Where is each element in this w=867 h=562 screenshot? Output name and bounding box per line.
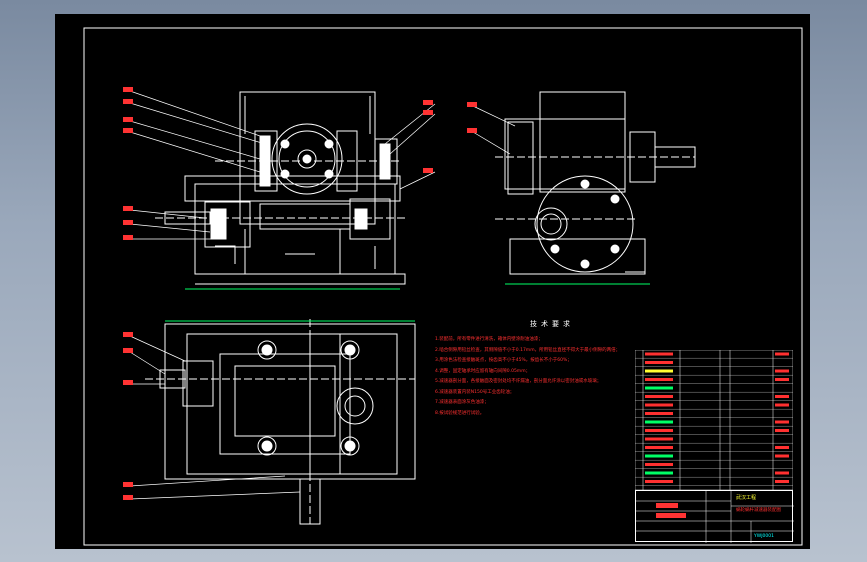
plan-view-balloons <box>123 332 133 500</box>
bom-row-material <box>775 352 789 356</box>
drawing-name: 蜗轮蜗杆减速器装配图 <box>736 508 781 513</box>
bom-row-material <box>775 446 789 449</box>
requirement-item: 6.减速器装置内装N150号工业齿轮油； <box>435 389 515 395</box>
bom-row-material <box>775 471 789 475</box>
side-view-callouts <box>472 105 516 155</box>
bom-row-code <box>645 403 673 407</box>
bill-of-materials <box>635 350 793 490</box>
bom-row-material <box>775 395 789 398</box>
bom-row-code <box>645 378 673 381</box>
bom-row-code <box>645 429 673 432</box>
bom-row-material <box>775 420 789 424</box>
front-view <box>155 91 406 290</box>
bom-row-code <box>645 454 673 458</box>
requirement-item: 3.用涂色法检查接触斑点，按齿高不小于45%，按齿长不小于60%； <box>435 358 572 363</box>
title-block-grid <box>636 491 794 543</box>
bom-row-code <box>645 386 673 390</box>
bom-row-code <box>645 352 673 356</box>
drawing-sheet <box>83 27 803 546</box>
title-block: 武汉工程 蜗轮蜗杆减速器装配图 YWJ0001 <box>635 490 794 543</box>
bom-row-code <box>645 463 673 466</box>
sheet-frame <box>83 27 803 546</box>
requirement-item: 7.减速器表面涂灰色油漆； <box>435 400 489 405</box>
cad-drawing-viewport[interactable]: 技术要求 1.装配前，所有零件进行清洗，箱体内壁涂耐油油漆； 2.啮合侧隙用铅丝检… <box>55 14 810 549</box>
side-view-balloons <box>467 102 477 133</box>
bom-row-code <box>645 471 673 475</box>
requirement-item: 4.调整，固定轴承时应留有轴向间隙0.05mm； <box>435 368 531 374</box>
requirement-item: 1.装配前，所有零件进行清洗，箱体内壁涂耐油油漆； <box>435 337 543 342</box>
technical-requirements: 技术要求 1.装配前，所有零件进行清洗，箱体内壁涂耐油油漆； 2.啮合侧隙用铅丝检… <box>435 319 635 419</box>
bom-row-code <box>645 369 673 373</box>
bom-rows <box>635 352 793 486</box>
front-view-balloons <box>123 87 433 240</box>
side-view <box>495 91 696 285</box>
bom-row-code <box>645 446 673 449</box>
bom-row-material <box>775 378 789 381</box>
bom-row-material <box>775 369 789 373</box>
requirement-item: 2.啮合侧隙用铅丝检查，其侧隙值不小于0.17mm，所用铅丝直径不得大于最小侧隙… <box>435 347 621 353</box>
requirements-list: 1.装配前，所有零件进行清洗，箱体内壁涂耐油油漆； 2.啮合侧隙用铅丝检查，其侧隙… <box>435 335 635 419</box>
bom-row-code <box>645 420 673 424</box>
bom-row-material <box>775 480 789 483</box>
bom-row-code <box>645 480 673 483</box>
bom-row-code <box>645 395 673 398</box>
bom-row-material <box>775 429 789 432</box>
school-name: 武汉工程 <box>736 495 757 501</box>
plan-view-callouts <box>129 335 301 500</box>
bom-row-code <box>645 361 673 364</box>
drawing-code: YWJ0001 <box>754 534 774 539</box>
requirement-item: 5.减速器剖分面，各接触面及密封处均不许漏油，剖分面允许涂以密封油或水玻璃； <box>435 379 602 384</box>
requirement-item: 8.按试验规范进行试验。 <box>435 410 485 416</box>
plan-view <box>145 319 416 525</box>
bom-row-code <box>645 437 673 441</box>
bom-row-material <box>775 403 789 407</box>
bom-row-material <box>775 454 789 458</box>
requirements-title: 技术要求 <box>530 320 574 328</box>
bom-row-code <box>645 412 673 415</box>
